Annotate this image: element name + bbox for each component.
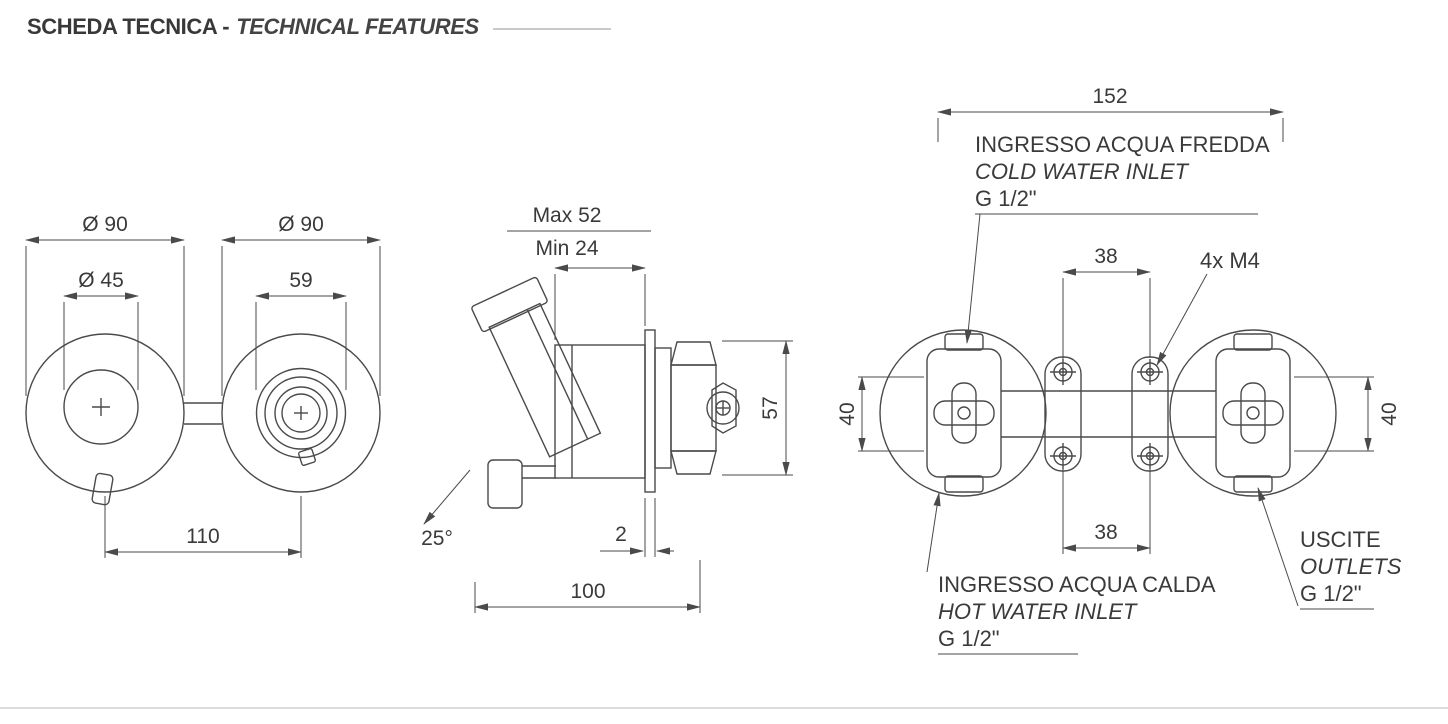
dim-min-depth: Min 24 — [535, 237, 598, 260]
front-view-dimensions: Ø 90 Ø 90 Ø 45 59 110 — [25, 213, 381, 558]
mixer-knob — [63, 369, 139, 506]
dim-inlet-height-right: 40 — [1378, 402, 1401, 425]
rear-view-dimensions: 152 38 38 40 40 4x M4 — [836, 85, 1401, 554]
spout-stub — [487, 459, 556, 509]
title-italian: SCHEDA TECNICA - — [27, 14, 230, 39]
side-view-dimensions: Max 52 Min 24 57 100 2 25° — [421, 204, 793, 613]
dim-inlet-height-left: 40 — [836, 402, 859, 425]
title-rule — [492, 27, 611, 30]
dim-plate-thickness: 2 — [615, 523, 627, 546]
title-english: TECHNICAL FEATURES — [236, 14, 479, 39]
dim-knob-diameter: Ø 45 — [78, 269, 124, 292]
dim-screw-spacing-bottom: 38 — [1094, 521, 1117, 544]
dim-diameter-right: Ø 90 — [278, 213, 324, 236]
dim-diameter-left: Ø 90 — [82, 213, 128, 236]
bottom-rule — [0, 707, 1448, 709]
side-view-drawing — [471, 276, 740, 509]
cold-water-thread: G 1/2" — [975, 186, 1037, 211]
dim-valve-height: 57 — [759, 396, 782, 419]
cold-water-label-it: INGRESSO ACQUA FREDDA — [975, 132, 1270, 157]
cold-water-label: INGRESSO ACQUA FREDDA COLD WATER INLET G… — [964, 132, 1270, 344]
hot-water-label-en: HOT WATER INLET — [938, 599, 1138, 624]
dim-screw-spacing-top: 38 — [1094, 245, 1117, 268]
right-valve — [1215, 333, 1291, 493]
hot-water-label: INGRESSO ACQUA CALDA HOT WATER INLET G 1… — [926, 492, 1216, 655]
outlets-label: USCITE OUTLETS G 1/2" — [1257, 487, 1402, 610]
page-title: SCHEDA TECNICA -TECHNICAL FEATURES — [27, 14, 479, 40]
outlets-label-en: OUTLETS — [1300, 554, 1402, 579]
hot-water-thread: G 1/2" — [938, 626, 1000, 651]
rear-view-drawing — [879, 329, 1337, 497]
wall-plate — [644, 329, 656, 493]
label-screws: 4x M4 — [1200, 248, 1260, 273]
rear-view-labels: INGRESSO ACQUA FREDDA COLD WATER INLET G… — [926, 132, 1402, 655]
dim-center-distance: 110 — [186, 525, 219, 548]
outlets-thread: G 1/2" — [1300, 581, 1362, 606]
tilted-lever — [471, 276, 602, 458]
dim-overall-width: 152 — [1092, 85, 1127, 108]
outlets-label-it: USCITE — [1300, 527, 1381, 552]
hot-water-label-it: INGRESSO ACQUA CALDA — [938, 572, 1216, 597]
cold-water-label-en: COLD WATER INLET — [975, 159, 1190, 184]
dim-total-depth: 100 — [570, 580, 605, 603]
dim-max-depth: Max 52 — [533, 204, 602, 227]
dim-lever-angle: 25° — [421, 527, 453, 550]
in-wall-valve — [654, 341, 740, 475]
page-header: SCHEDA TECNICA -TECHNICAL FEATURES — [27, 14, 611, 40]
diverter-handle — [255, 367, 347, 467]
left-valve — [926, 333, 1002, 493]
front-view-drawing — [25, 333, 381, 506]
mounting-brackets — [1044, 356, 1169, 472]
dim-handle-width: 59 — [289, 269, 312, 292]
